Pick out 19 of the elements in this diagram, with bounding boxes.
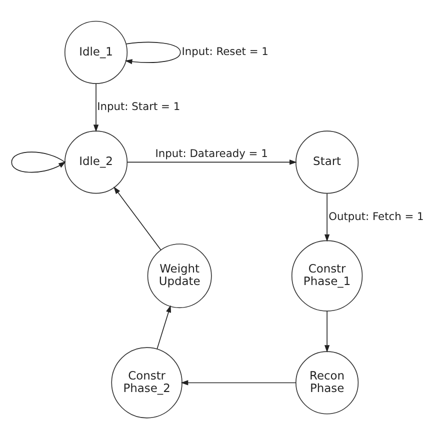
node-circle: Constr Phase_1 — [291, 240, 363, 311]
node-circle: Start — [296, 130, 359, 194]
node-circle: Constr Phase_2 — [111, 346, 182, 418]
node-circle: Weight Update — [147, 243, 212, 308]
arrow — [156, 304, 171, 350]
arrow — [124, 41, 181, 64]
node-circle: Idle_1 — [64, 20, 128, 84]
edge-label: Output: Fetch = 1 — [328, 209, 424, 222]
arrow — [180, 380, 296, 385]
arrow — [126, 159, 297, 164]
arrow — [324, 310, 330, 352]
edge-label: Input: Start = 1 — [97, 100, 180, 113]
arrow — [93, 82, 99, 132]
node-circle: Recon Phase — [296, 350, 359, 414]
arrow — [324, 192, 330, 242]
edge-label: Input: Reset = 1 — [182, 44, 268, 58]
edge-label: Input: Dataready = 1 — [155, 146, 268, 160]
arrow — [114, 186, 162, 250]
arrow — [11, 151, 66, 172]
